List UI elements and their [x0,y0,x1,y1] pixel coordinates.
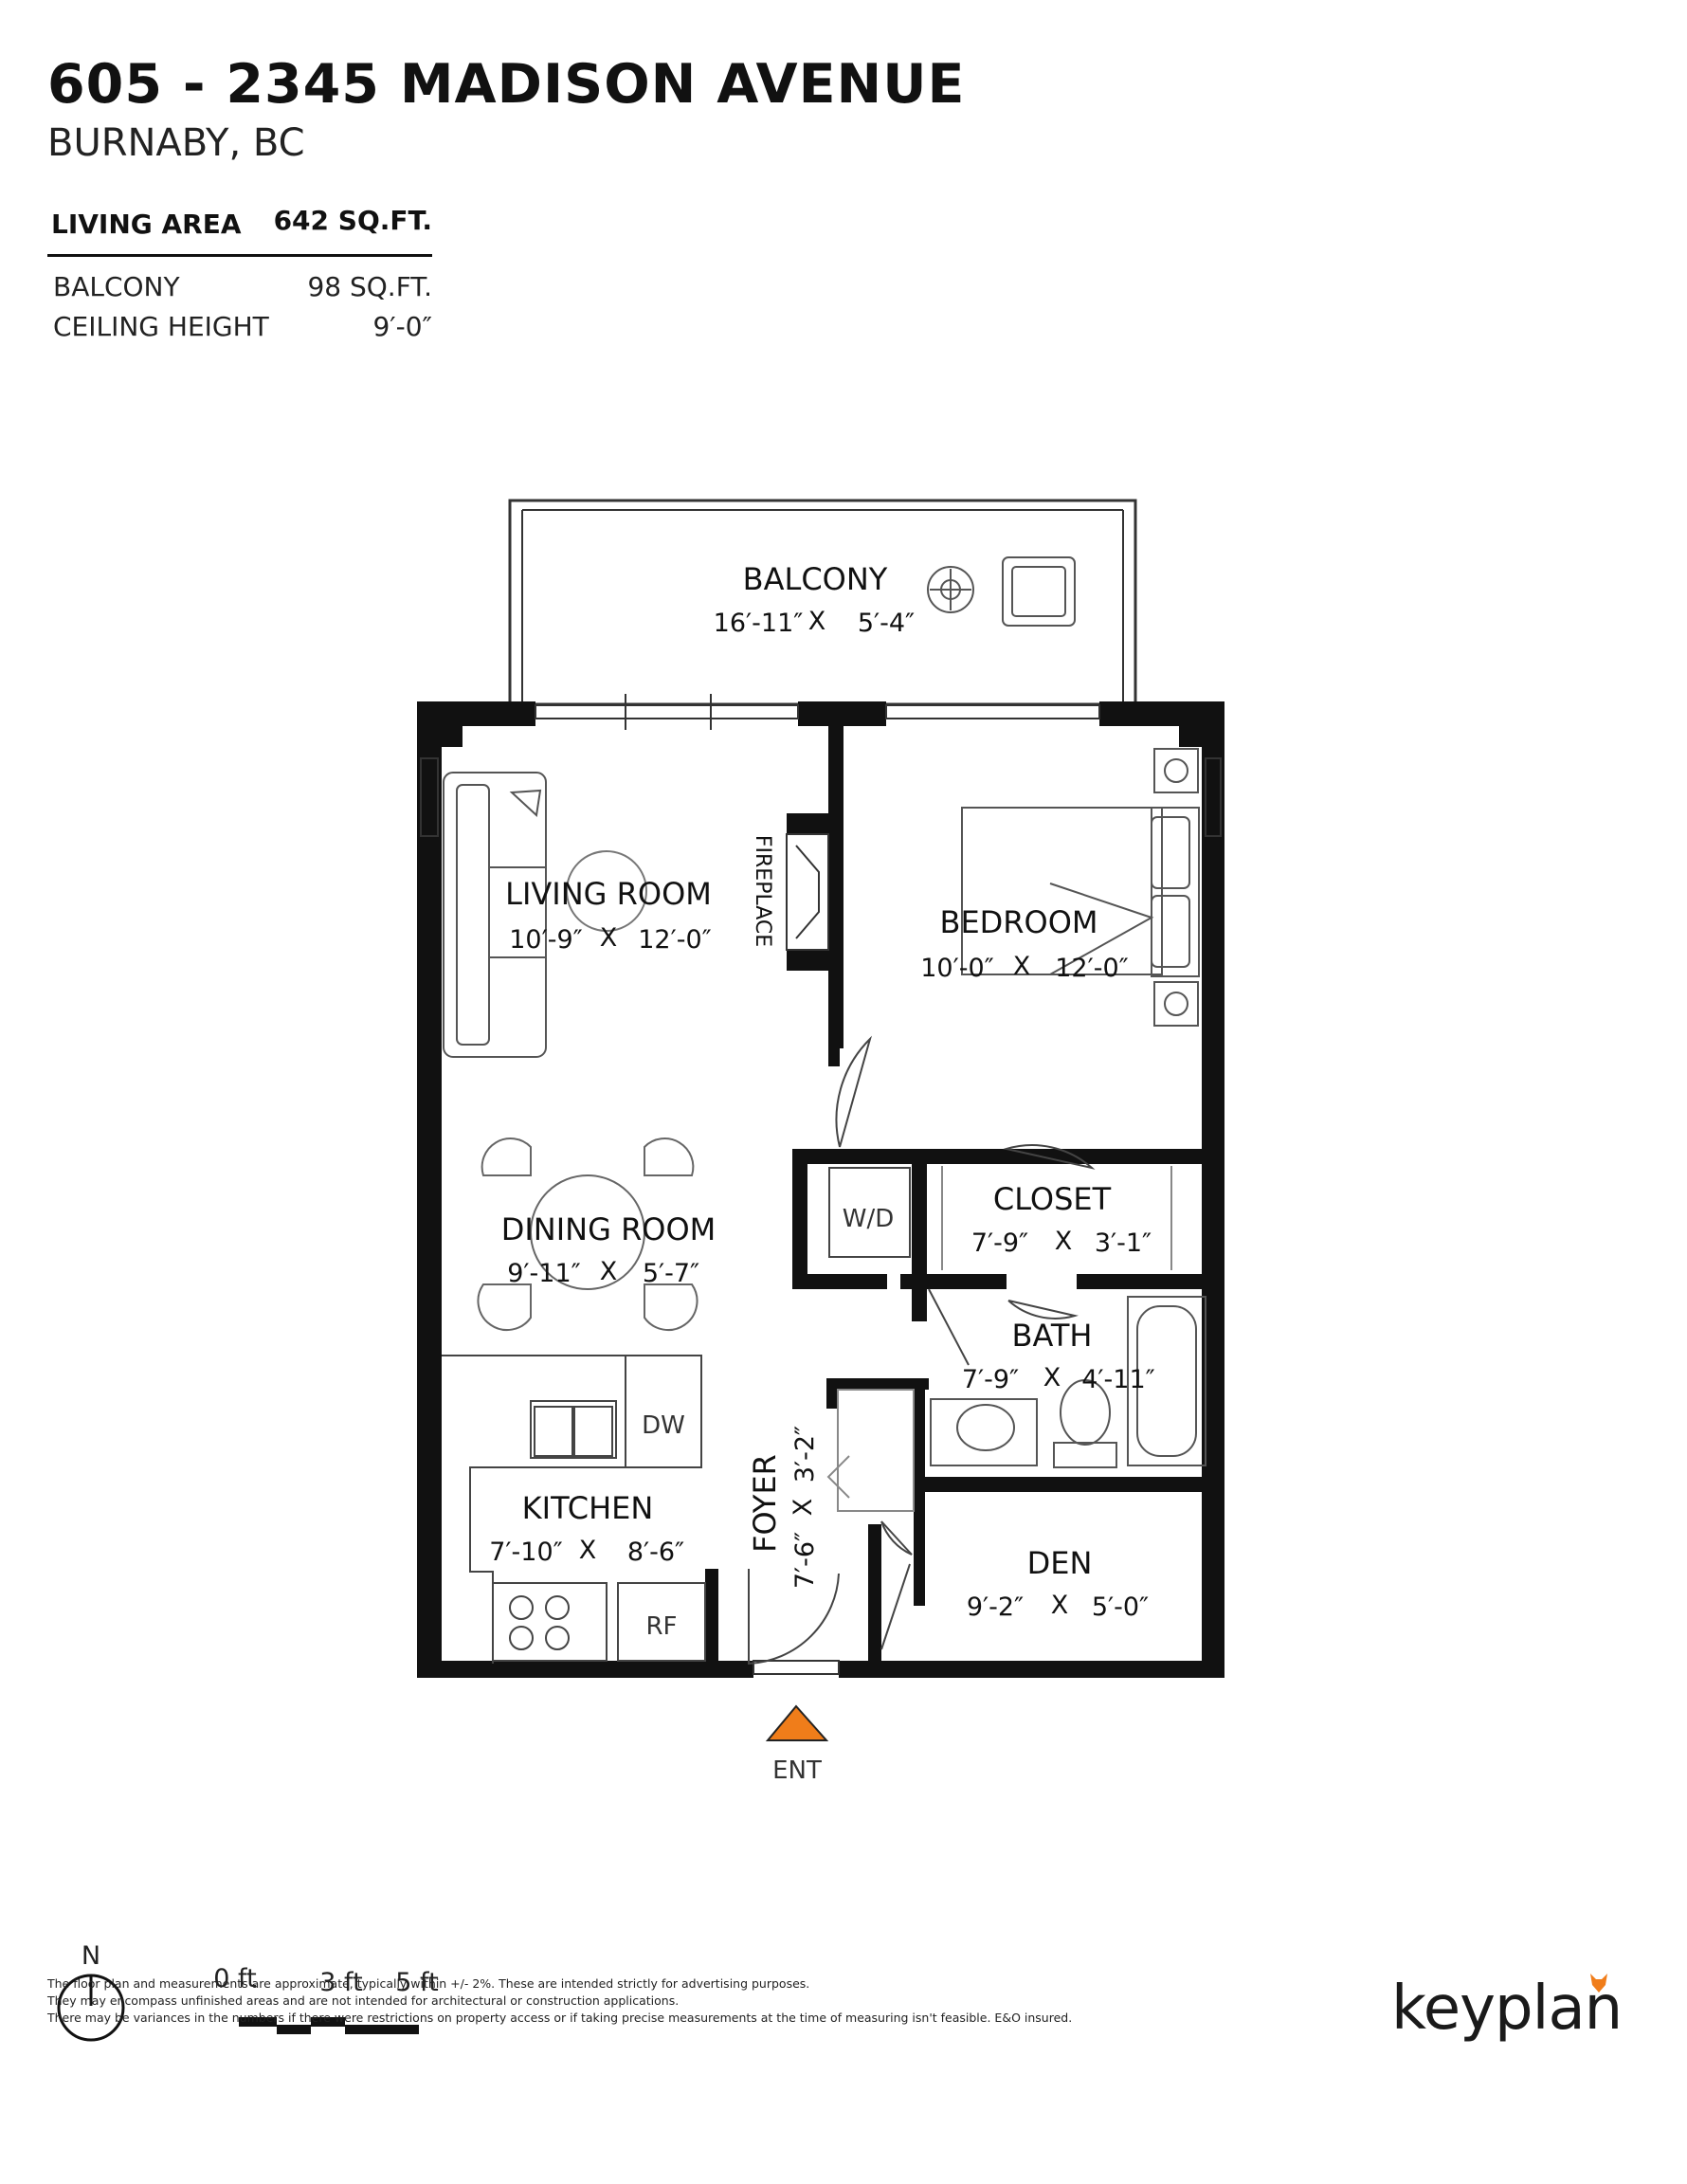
fireplace-box [786,833,829,951]
closet-label: CLOSET [993,1181,1112,1217]
living-room-dim-w: 10′-9″ [509,925,583,955]
foyer-label: FOYER [747,1454,783,1553]
foyer-dim-h: 3′-2″ [790,1426,820,1483]
living-room-dim-h: 12′-0″ [638,925,712,955]
bedroom-label: BEDROOM [939,904,1097,940]
balcony-chair-icon [1002,556,1076,627]
living-room-label: LIVING ROOM [505,876,712,912]
living-area-label: LIVING AREA [51,209,242,240]
ceiling-height-label: CEILING HEIGHT [53,311,269,342]
den-dim-w: 9′-2″ [967,1592,1024,1622]
closet-dim-w: 7′-9″ [971,1228,1028,1258]
dim-separator: X [1055,1227,1073,1256]
coffee-table-icon [566,850,647,932]
washer-dryer-box [828,1167,911,1258]
den-dim-h: 5′-0″ [1092,1592,1149,1622]
toilet-icon [1053,1379,1117,1468]
living-area-value: 642 SQ.FT. [273,205,432,236]
bedroom-dim-w: 10′-0″ [920,954,994,983]
page-subtitle: BURNABY, BC [47,121,305,165]
dining-room-label: DINING ROOM [501,1211,717,1247]
dim-separator: X [1013,952,1031,981]
scale-label-0: 0 ft [213,1964,256,1993]
washer-dryer-label: W/D [843,1205,895,1233]
bath-dim-h: 4′-11″ [1081,1365,1155,1394]
foyer-dim-w: 7′-6″ [790,1532,820,1589]
bath-label: BATH [1012,1318,1093,1354]
north-label: N [82,1941,100,1971]
dim-separator: X [808,607,826,636]
scale-bar [239,2017,419,2034]
dim-separator: X [1043,1363,1061,1392]
brand-fox-icon [1590,1974,1607,1993]
exterior-walls [417,701,1224,1678]
dining-room-dim-h: 5′-7″ [643,1259,699,1288]
balcony-area-label: BALCONY [53,271,180,302]
bedroom-dim-h: 12′-0″ [1055,954,1129,983]
entrance-label: ENT [772,1756,822,1785]
bath-dim-w: 7′-9″ [962,1365,1019,1394]
dishwasher-label: DW [642,1411,685,1440]
balcony-area-value: 98 SQ.FT. [307,271,432,302]
dining-table-icon [477,1138,698,1331]
scale-label-5: 5 ft [395,1968,438,1997]
bathtub-icon [1127,1296,1206,1466]
foyer-closet [826,1389,915,1512]
stats-divider [47,254,432,257]
closet-dim-h: 3′-1″ [1095,1228,1152,1258]
disclaimer-line: The floor plan and measurements are appr… [47,1976,810,1991]
closet-hangers-icon [941,1166,1172,1270]
disclaimer: The floor plan and measurements are appr… [47,1975,1185,2027]
dim-separator: X [600,1257,618,1286]
disclaimer-line: They may encompass unfinished areas and … [47,1993,680,2008]
kitchen-counters [442,1355,706,1664]
page-title: 605 - 2345 MADISON AVENUE [47,53,966,116]
balcony-label: BALCONY [743,561,888,597]
entrance-arrow-icon [765,1704,829,1741]
stove-burners-icon [509,1595,570,1650]
kitchen-dim-w: 7′-10″ [489,1538,563,1567]
nightstand-lamp-icon [1153,748,1199,1027]
kitchen-label: KITCHEN [522,1490,654,1526]
fridge-label: RF [645,1612,677,1641]
balcony-table-icon [927,566,974,613]
bed-icon [961,807,1200,977]
sink-icon [930,1398,1038,1466]
den-label: DEN [1027,1545,1093,1581]
door-swings [748,1035,1096,1665]
scale-label-3: 3 ft [319,1968,362,1997]
brand-logo: keyplan [1391,1974,1623,2044]
fireplace-label: FIREPLACE [751,835,774,947]
disclaimer-line: There may be variances in the numbers if… [47,2011,1073,2025]
balcony-dim-w: 16′-11″ [714,609,804,638]
dim-separator: X [1051,1591,1069,1620]
interior-walls [705,726,1215,1673]
ceiling-height-value: 9′-0″ [372,311,432,342]
window-frames [420,704,1222,1675]
fireplace-icon [795,845,820,939]
dim-separator: X [789,1499,818,1517]
dim-separator: X [600,923,618,953]
balcony-dim-h: 5′-4″ [858,609,915,638]
dim-separator: X [579,1536,597,1565]
dining-room-dim-w: 9′-11″ [507,1259,581,1288]
sliding-door [625,694,712,730]
kitchen-dim-h: 8′-6″ [627,1538,684,1567]
sofa-icon [443,772,547,1058]
balcony-outline [508,499,1137,706]
